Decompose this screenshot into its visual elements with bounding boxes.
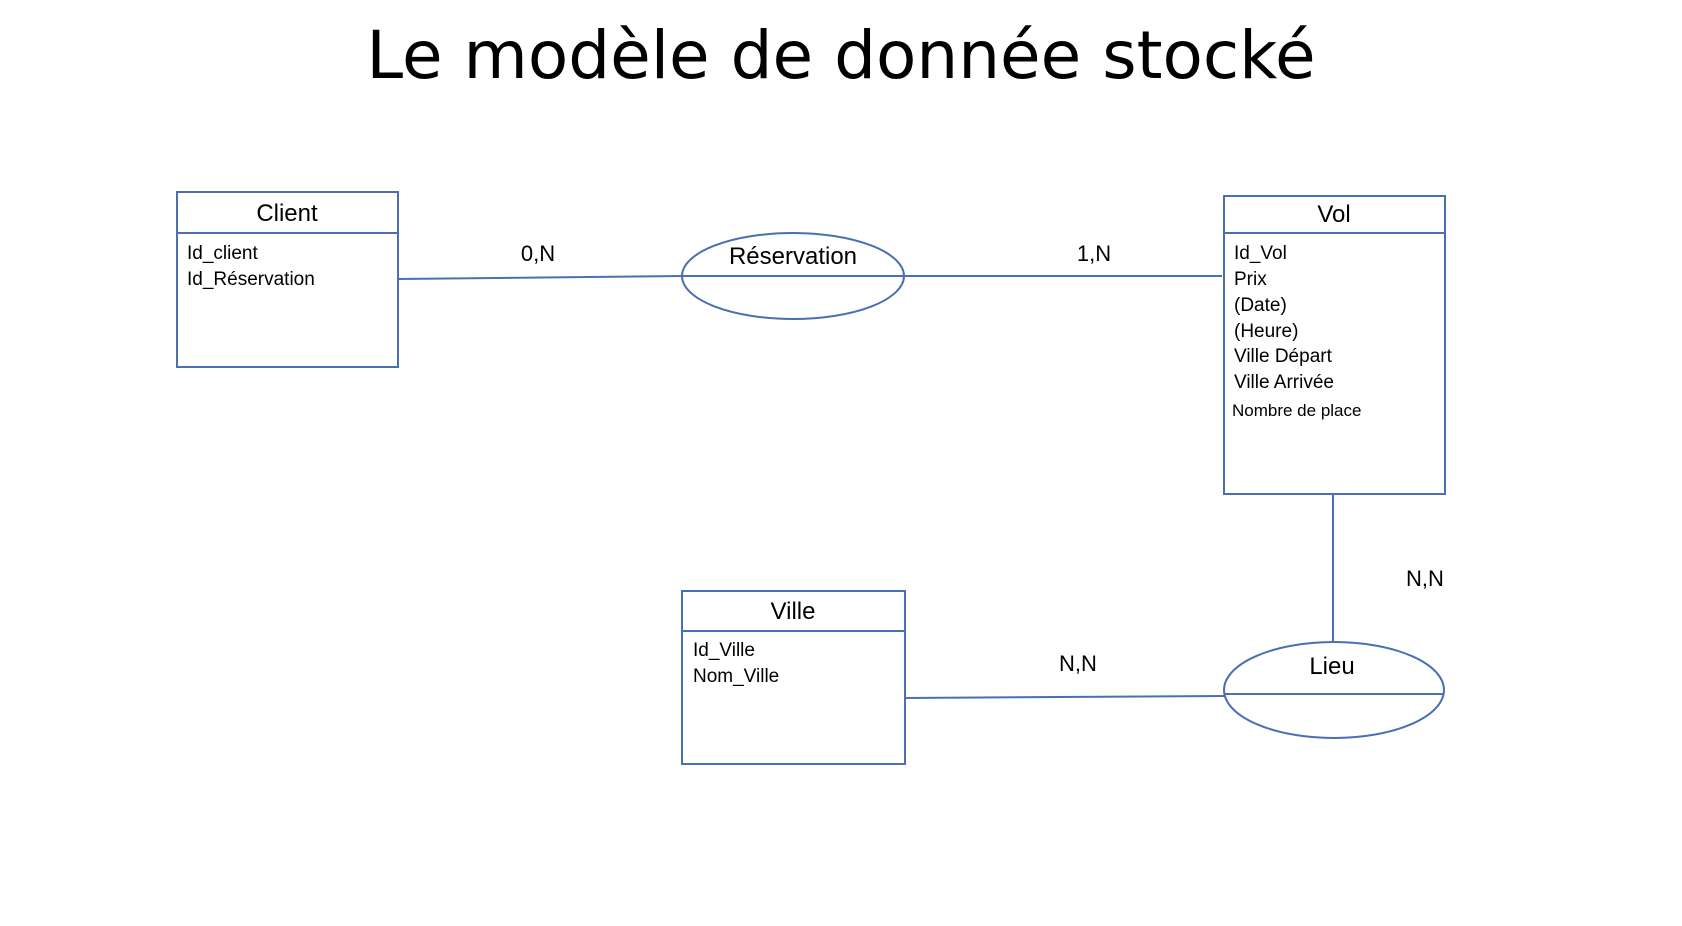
entity-ville-attr-2: Nom_Ville: [693, 666, 779, 687]
entity-vol-box: [1223, 195, 1446, 495]
link-ville-lieu: [904, 695, 1225, 699]
entity-ville-name: Ville: [771, 598, 816, 625]
entity-vol-attr-6: Ville Arrivée: [1234, 372, 1334, 393]
entity-client-box: [176, 191, 399, 368]
entity-ville-box: [681, 590, 906, 765]
cardinality-reservation-vol: 1,N: [1077, 241, 1111, 266]
entity-vol-attr-3: (Date): [1234, 295, 1287, 316]
entity-client-attr-1: Id_client: [187, 243, 258, 264]
entity-vol-attr-7: Nombre de place: [1232, 401, 1361, 420]
page-title: Le modèle de donnée stocké: [366, 17, 1316, 94]
entity-client-name: Client: [256, 200, 318, 227]
cardinality-client-reservation: 0,N: [521, 241, 555, 266]
entity-ville: Ville Id_Ville Nom_Ville: [681, 590, 906, 765]
entity-vol-attr-2: Prix: [1234, 269, 1267, 290]
entity-vol-attr-1: Id_Vol: [1234, 243, 1287, 264]
entity-vol-attr-5: Ville Départ: [1234, 346, 1333, 367]
relation-lieu-name: Lieu: [1309, 653, 1354, 680]
entity-vol: Vol Id_Vol Prix (Date) (Heure) Ville Dép…: [1223, 195, 1446, 495]
cardinality-ville-lieu: N,N: [1059, 651, 1097, 676]
entity-client-attr-2: Id_Réservation: [187, 269, 315, 290]
relation-lieu: Lieu: [1223, 641, 1445, 739]
link-client-reservation: [397, 275, 683, 280]
entity-ville-attr-1: Id_Ville: [693, 640, 755, 661]
entity-client: Client Id_client Id_Réservation: [176, 191, 399, 368]
relation-lieu-ellipse: [1223, 641, 1445, 739]
entity-vol-attr-4: (Heure): [1234, 321, 1298, 342]
cardinality-vol-lieu: N,N: [1406, 566, 1444, 591]
relation-reservation: Réservation: [681, 232, 905, 320]
entity-vol-name: Vol: [1317, 201, 1350, 228]
relation-reservation-name: Réservation: [729, 243, 857, 270]
